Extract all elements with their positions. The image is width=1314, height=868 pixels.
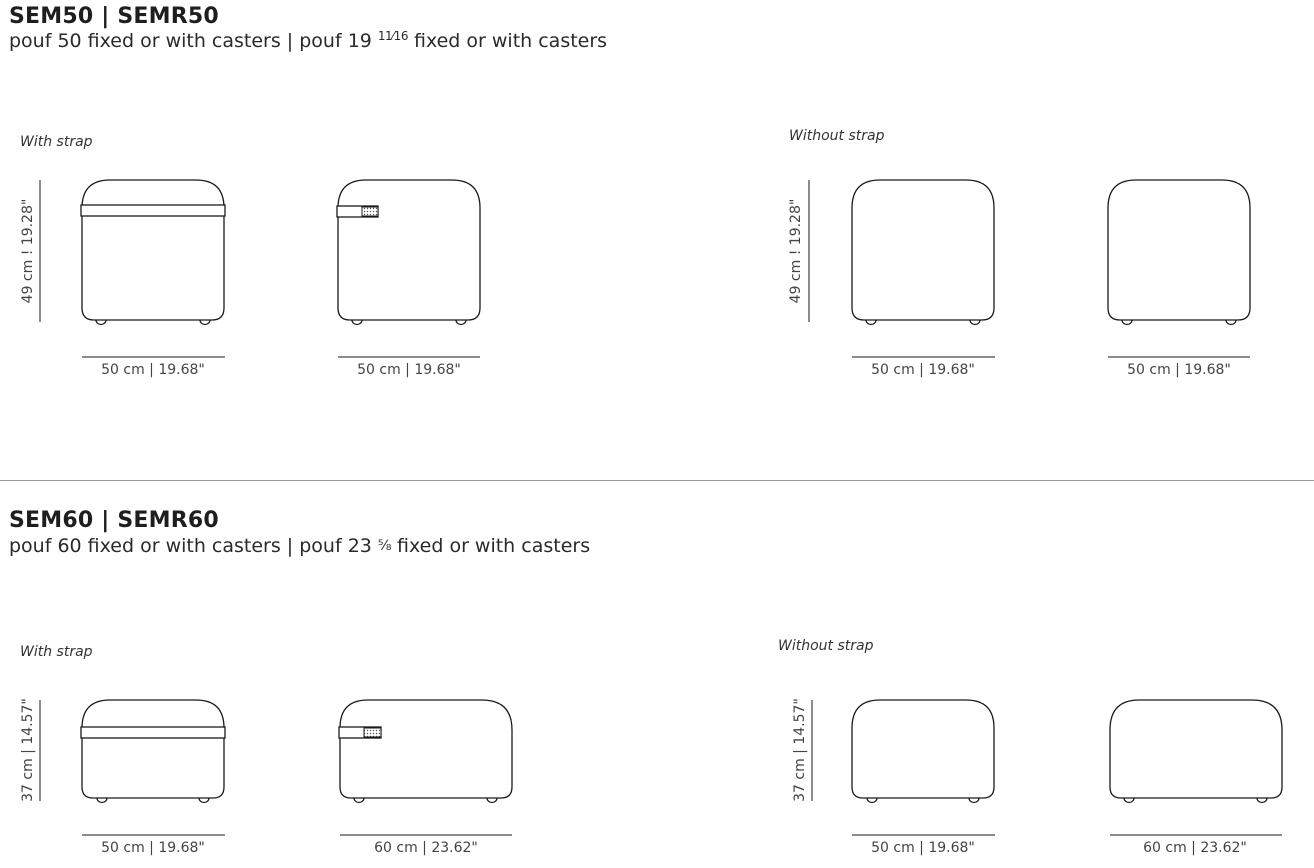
pouf-side-view-with-strap [338, 699, 513, 804]
caster [969, 319, 981, 326]
strap-band [80, 204, 226, 217]
with-strap-label: With strap [20, 134, 93, 150]
pouf-outline [851, 699, 995, 799]
width-dimension-label: 50 cm | 19.68" [101, 362, 205, 378]
caster [968, 797, 980, 804]
subtitle-text-end: fixed or with casters [407, 30, 608, 52]
width-dimension-label: 50 cm | 19.68" [357, 362, 461, 378]
without-strap-label: Without strap [778, 638, 874, 654]
strap-buckle [361, 206, 379, 217]
caster [865, 319, 877, 326]
section-divider [0, 480, 1314, 481]
caster [1123, 797, 1135, 804]
caster [1121, 319, 1133, 326]
subtitle-text-start: pouf 50 fixed or with casters | pouf 19 [9, 30, 378, 52]
pouf-side-view-with-strap [336, 179, 481, 326]
pouf-outline [1109, 699, 1283, 799]
pouf-outline [339, 699, 513, 799]
caster [95, 319, 107, 326]
width-dimension-label: 50 cm | 19.68" [871, 362, 975, 378]
with-strap-label: With strap [20, 644, 93, 660]
pouf-outline [1107, 179, 1251, 321]
section-1-title: SEM50 | SEMR50 [9, 4, 219, 29]
subtitle-text-end: fixed or with casters [390, 535, 591, 557]
width-dimension-label: 50 cm | 19.68" [1127, 362, 1231, 378]
strap-band [80, 726, 226, 739]
caster [96, 797, 108, 804]
pouf-side-view-without-strap [1109, 699, 1283, 804]
pouf-front-view-with-strap [80, 179, 226, 326]
pouf-front-view-with-strap [80, 699, 226, 804]
subtitle-text-start: pouf 60 fixed or with casters | pouf 23 [9, 535, 378, 557]
caster [455, 319, 467, 326]
pouf-outline [851, 179, 995, 321]
width-dimension-label: 50 cm | 19.68" [871, 840, 975, 856]
caster [351, 319, 363, 326]
caster [353, 797, 365, 804]
pouf-outline [81, 699, 225, 799]
without-strap-label: Without strap [789, 128, 885, 144]
pouf-outline [337, 179, 481, 321]
width-dimension-label: 60 cm | 23.62" [374, 840, 478, 856]
caster [1256, 797, 1268, 804]
section-2-subtitle: pouf 60 fixed or with casters | pouf 23 … [9, 535, 590, 557]
pouf-front-view-without-strap [851, 179, 995, 326]
section-1-subtitle: pouf 50 fixed or with casters | pouf 19 … [9, 29, 608, 52]
caster [199, 319, 211, 326]
caster [198, 797, 210, 804]
caster [1225, 319, 1237, 326]
width-dimension-label: 60 cm | 23.62" [1143, 840, 1247, 856]
subtitle-fraction: ⅝ [377, 538, 392, 554]
width-dimension-label: 50 cm | 19.68" [101, 840, 205, 856]
caster [486, 797, 498, 804]
pouf-outline [81, 179, 225, 321]
strap-buckle [363, 727, 382, 738]
caster [866, 797, 878, 804]
subtitle-fraction: 11⁄16 [377, 29, 409, 43]
pouf-front-view-without-strap [851, 699, 995, 804]
section-2-title: SEM60 | SEMR60 [9, 508, 219, 533]
pouf-side-view-without-strap [1107, 179, 1251, 326]
